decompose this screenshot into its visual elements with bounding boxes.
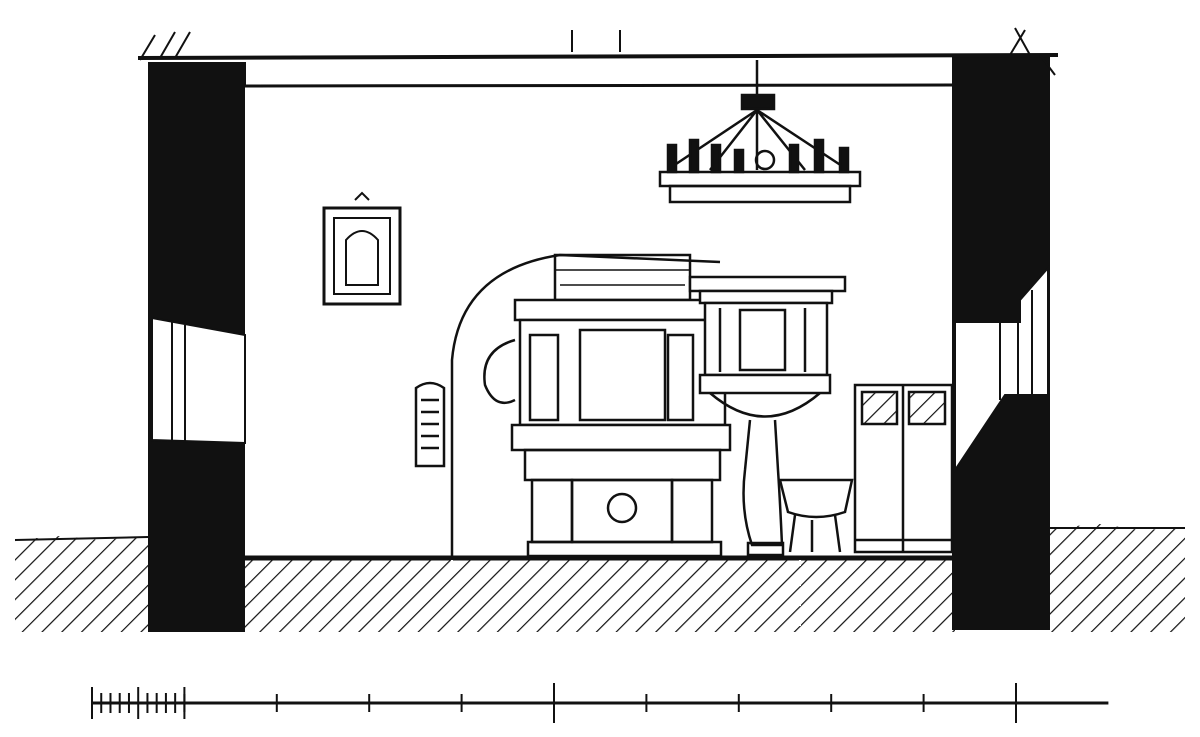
chancel-arch	[450, 253, 721, 556]
ground-hatching	[14, 524, 1185, 632]
pulpit	[688, 275, 847, 557]
left-wall	[148, 62, 246, 632]
ceiling-beams	[137, 27, 1059, 88]
chandelier	[658, 60, 862, 204]
wall-picture-frame	[322, 191, 402, 306]
door	[853, 383, 954, 554]
baptismal-font	[778, 478, 854, 553]
altarpiece	[483, 253, 732, 558]
hymn-board	[414, 381, 446, 468]
right-wall	[952, 55, 1050, 630]
scale-bar	[91, 683, 1109, 723]
